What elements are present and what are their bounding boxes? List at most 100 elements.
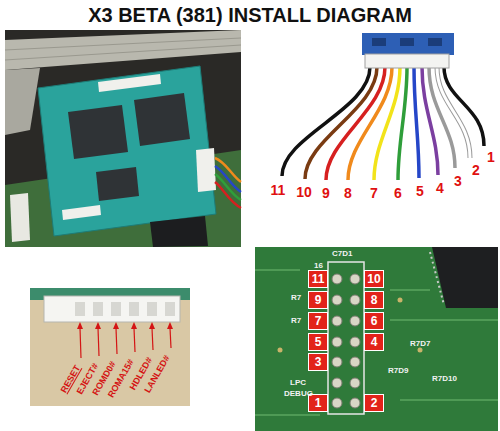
wire-outline: [437, 67, 470, 158]
leader-line: [152, 328, 153, 350]
pin-number-badge: 6: [364, 312, 384, 330]
pin-number: 6: [365, 313, 383, 329]
header-pin: [332, 316, 342, 326]
leader-line: [116, 328, 117, 354]
pcb-trace: [400, 399, 498, 401]
connector: [98, 74, 161, 92]
diagram-title: X3 BETA (381) INSTALL DIAGRAM: [0, 3, 500, 27]
header-pin: [332, 295, 342, 305]
leader-line: [170, 328, 171, 348]
header-pin: [350, 378, 360, 388]
callout-number: 9: [322, 186, 330, 200]
pin-number-badge: 8: [364, 291, 384, 309]
connector-slot: [111, 302, 121, 316]
header-pin: [350, 398, 360, 408]
pin-number-badge: 3: [308, 353, 328, 371]
arrowhead: [131, 322, 137, 329]
callout-number: 2: [472, 163, 480, 177]
pin-number: 7: [309, 313, 327, 329]
pin-number: 3: [309, 354, 327, 370]
connector-housing: [365, 54, 449, 68]
header-pin: [332, 398, 342, 408]
connector: [62, 205, 101, 220]
photo-background: [30, 290, 190, 406]
wire: [444, 67, 484, 146]
silkscreen-text: R7D9: [388, 366, 408, 375]
connector-board: [362, 33, 454, 55]
header-pin: [332, 337, 342, 347]
component: [400, 38, 414, 46]
component: [428, 38, 442, 46]
pin-number: 9: [309, 292, 327, 308]
arrowhead: [167, 322, 173, 329]
callout-number: 4: [436, 181, 444, 195]
pin-number-badge: 7: [308, 312, 328, 330]
pcb-trace: [255, 269, 300, 271]
motherboard: [255, 247, 498, 431]
header-pin: [332, 378, 342, 388]
ribbon-cable: [5, 68, 40, 135]
wire: [374, 67, 400, 180]
connector-slot: [165, 302, 175, 316]
pin-number-badge: 2: [364, 394, 384, 412]
wire: [215, 182, 241, 208]
silkscreen-text: 16: [314, 261, 323, 270]
leader-line: [80, 328, 81, 358]
silkscreen-text: R7: [291, 293, 301, 302]
pin-number-badge: 9: [308, 291, 328, 309]
ribbon-stripe: [5, 45, 241, 60]
callout-number: 7: [370, 186, 378, 200]
pin-number: 8: [365, 292, 383, 308]
silkscreen-text: R7: [291, 316, 301, 325]
connector-slot: [147, 302, 157, 316]
header-pin: [332, 274, 342, 284]
connector: [196, 148, 216, 192]
wire: [305, 67, 377, 179]
modchip-board: [38, 66, 216, 236]
ribbon-stripe: [5, 38, 241, 50]
wire: [398, 67, 407, 180]
header-pin: [350, 337, 360, 347]
pin-number-badge: 4: [364, 333, 384, 351]
chip: [68, 105, 128, 159]
connector-slot: [93, 302, 103, 316]
chip: [134, 93, 190, 146]
header-pin: [350, 274, 360, 284]
pcb-trace: [255, 414, 320, 416]
ribbon-cable: [5, 30, 241, 70]
arrowhead: [113, 322, 119, 329]
header-pin: [332, 357, 342, 367]
pin-number: 5: [309, 334, 327, 350]
arrowhead: [77, 322, 83, 329]
chip: [96, 167, 139, 201]
callout-number: 5: [416, 184, 424, 198]
pin-number: 10: [365, 271, 383, 287]
connector: [10, 193, 30, 242]
via: [278, 348, 283, 353]
pin-number: 11: [309, 271, 327, 287]
arrowhead: [149, 322, 155, 329]
silkscreen-text: R7D10: [432, 374, 457, 383]
callout-number: 8: [344, 186, 352, 200]
connector-slot: [75, 302, 85, 316]
header-outline: [328, 262, 364, 414]
pin-number-badge: 11: [308, 270, 328, 288]
header-pin: [350, 357, 360, 367]
arrowhead: [95, 322, 101, 329]
via: [398, 298, 403, 303]
callout-number: 1: [487, 150, 495, 164]
wire: [437, 67, 470, 158]
photo-background: [5, 30, 241, 247]
pin-number-badge: 5: [308, 333, 328, 351]
leader-line: [134, 328, 135, 352]
chip: [150, 216, 208, 247]
callout-number: 11: [271, 183, 286, 197]
leader-line: [98, 328, 99, 356]
header-pin: [350, 316, 360, 326]
wire: [429, 67, 455, 168]
component: [372, 38, 386, 46]
silkscreen-text: C7D1: [332, 249, 352, 258]
callout-number: 10: [296, 185, 312, 199]
chip-pins: [430, 252, 444, 305]
